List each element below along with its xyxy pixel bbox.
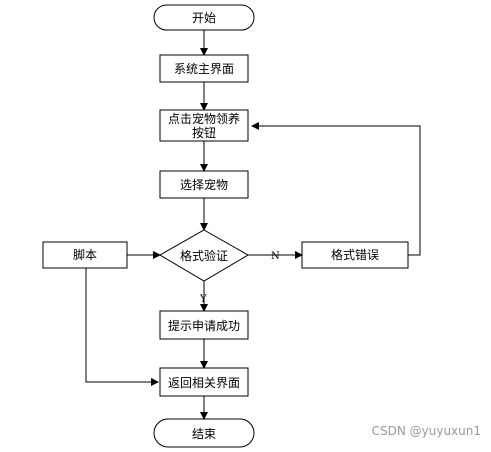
node-validate-shape bbox=[159, 229, 249, 282]
node-script-label: 脚本 bbox=[73, 247, 97, 262]
edge-script-to-return bbox=[85, 268, 159, 386]
node-click-adopt-shape bbox=[159, 109, 249, 142]
edge-label-yes: Y bbox=[199, 294, 207, 305]
node-click-adopt-label-line2: 按钮 bbox=[192, 125, 216, 140]
node-main-ui-label: 系统主界面 bbox=[174, 62, 234, 76]
node-return-ui-shape bbox=[159, 367, 249, 397]
node-apply-success-shape bbox=[159, 310, 249, 340]
node-select-pet-label: 选择宠物 bbox=[180, 177, 228, 192]
node-main-ui-shape bbox=[159, 54, 249, 83]
node-format-error-label: 格式错误 bbox=[331, 247, 379, 262]
node-select-pet-shape bbox=[159, 170, 249, 199]
node-apply-success-label: 提示申请成功 bbox=[168, 318, 240, 333]
node-validate-label: 格式验证 bbox=[180, 248, 228, 263]
node-start-shape bbox=[153, 4, 255, 31]
node-click-adopt-label-line1: 点击宠物领养 bbox=[168, 111, 240, 126]
node-return-ui-label: 返回相关界面 bbox=[168, 376, 240, 390]
node-script-shape bbox=[42, 241, 128, 269]
node-end-label: 结束 bbox=[192, 427, 216, 441]
node-start-label: 开始 bbox=[192, 11, 216, 25]
watermark: CSDN @yuyuxun1 bbox=[371, 424, 481, 438]
node-end-shape bbox=[153, 418, 255, 448]
node-format-error-shape bbox=[301, 241, 409, 269]
edge-label-no: N bbox=[271, 251, 280, 262]
edge-error-loop-back bbox=[251, 122, 421, 256]
